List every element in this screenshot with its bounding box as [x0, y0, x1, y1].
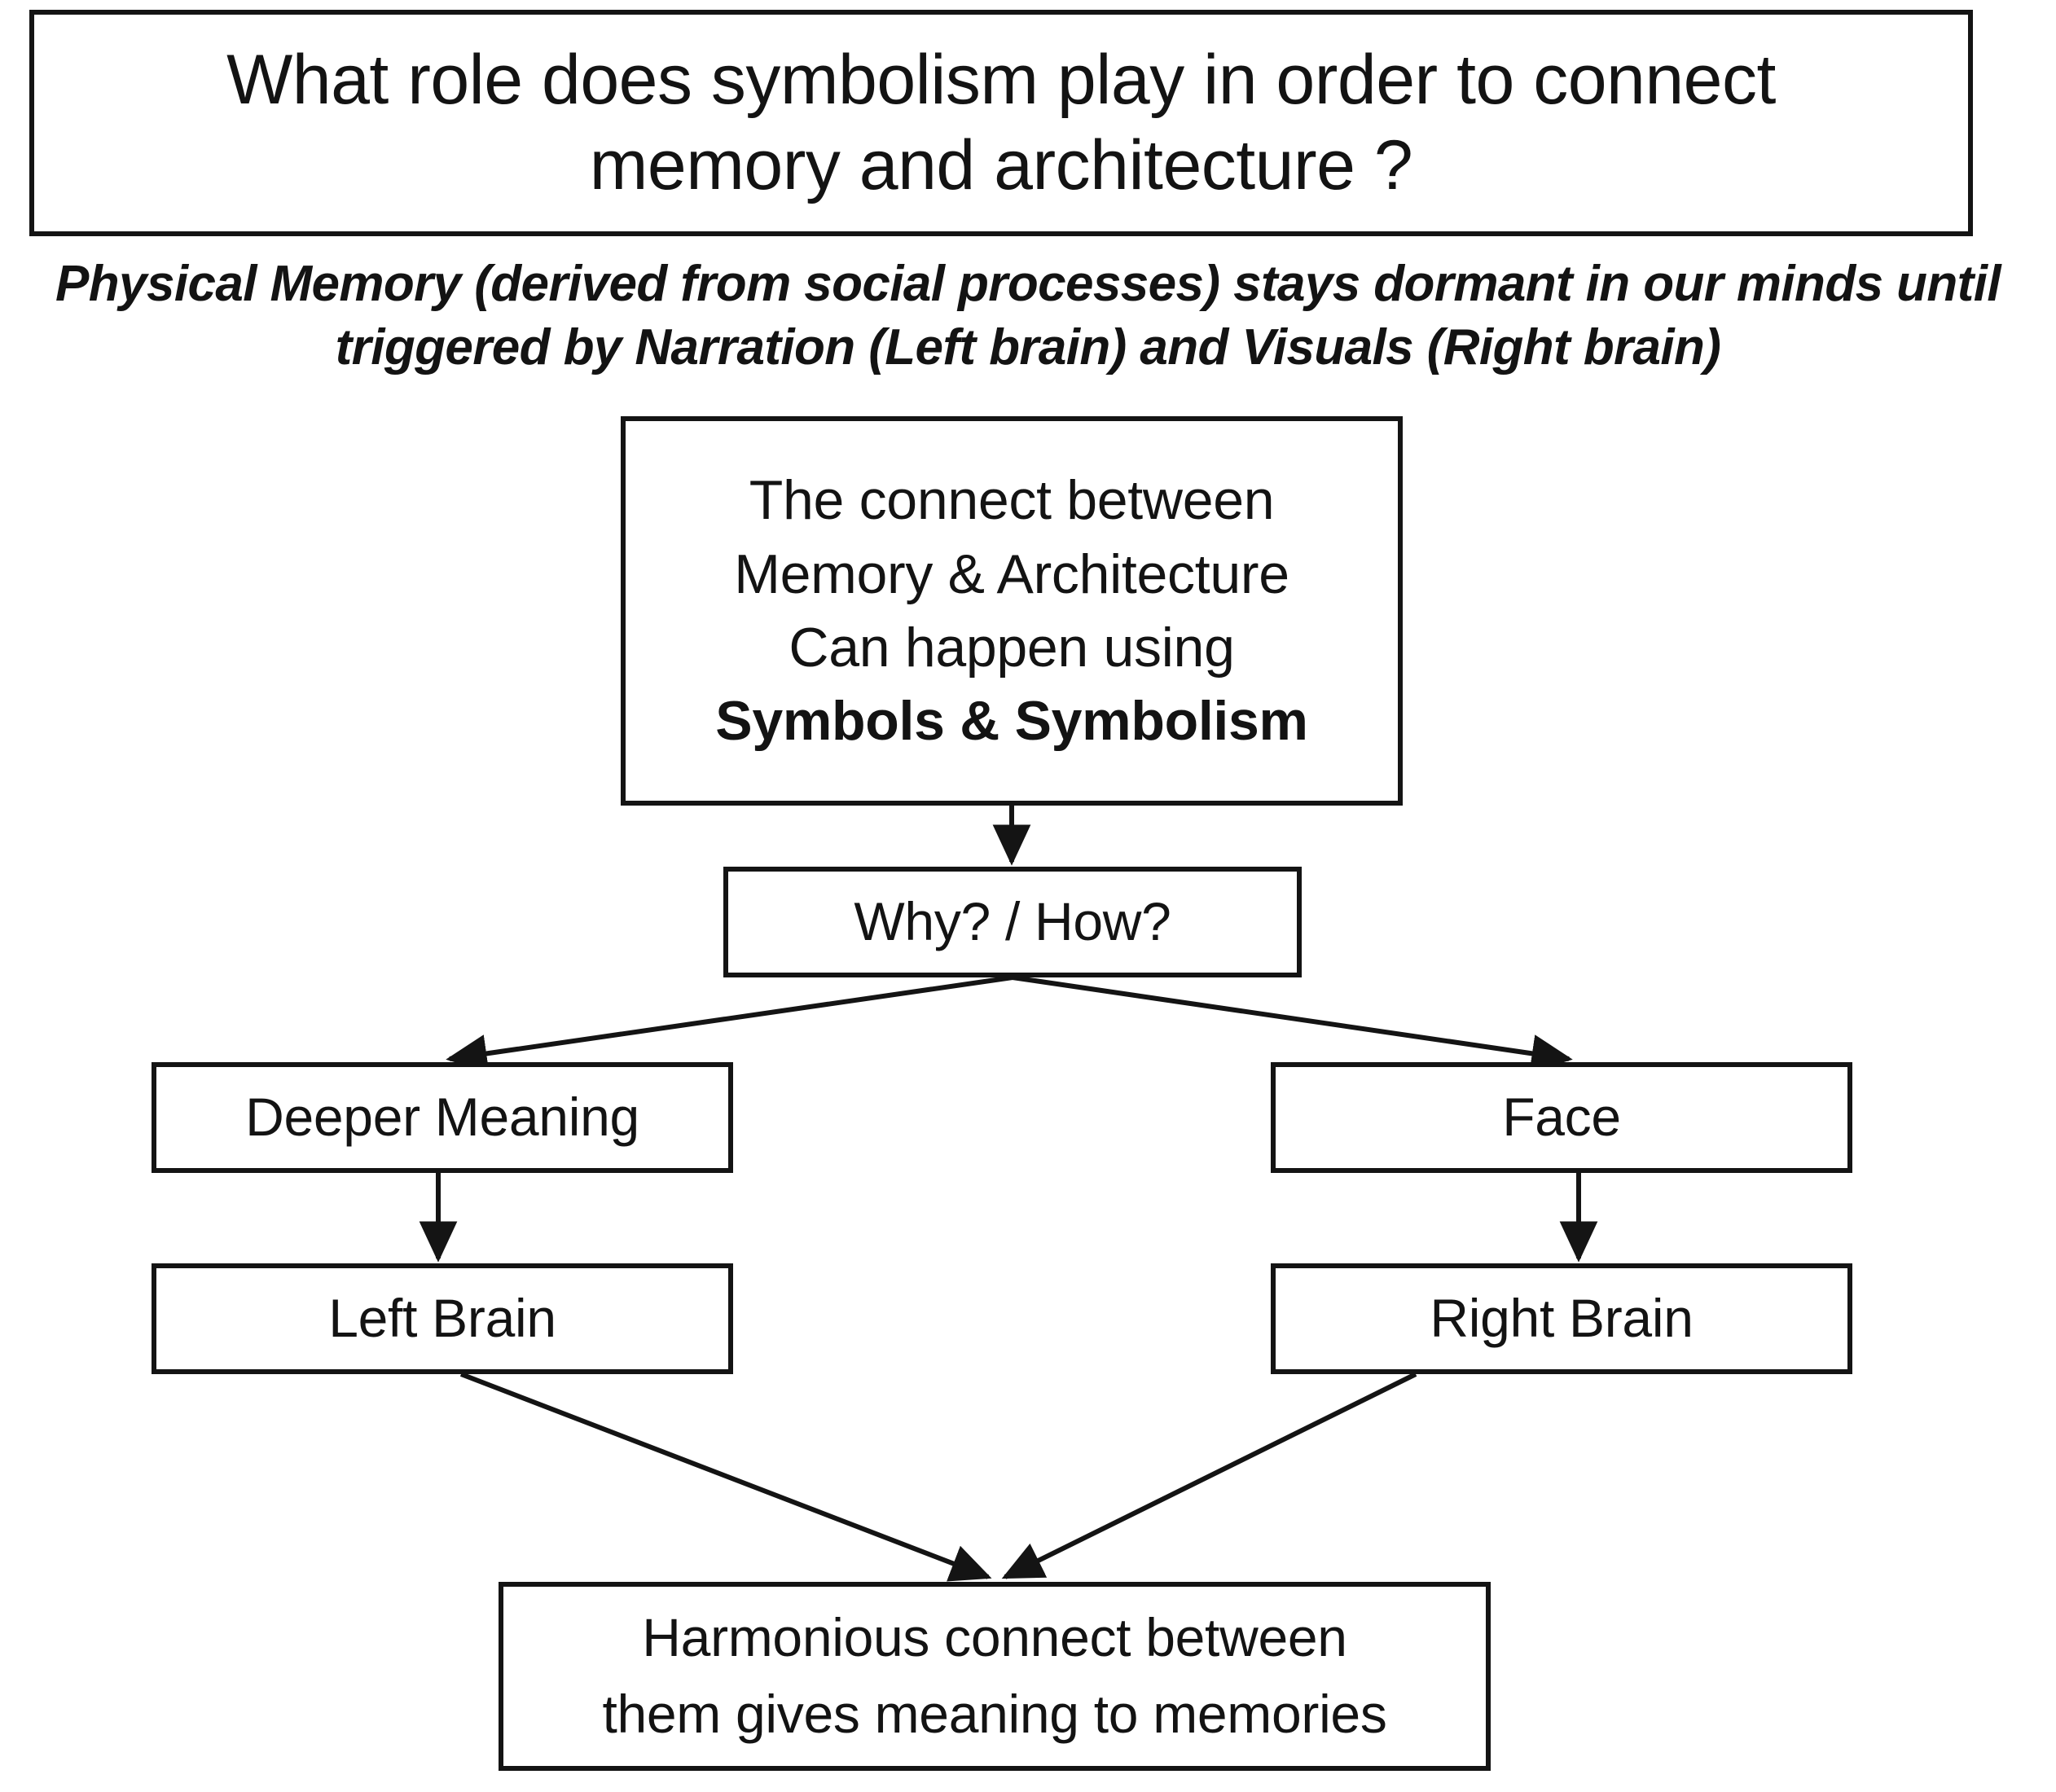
node-left-brain: Left Brain — [152, 1263, 733, 1374]
question-title-line-2: memory and architecture ? — [589, 126, 1413, 204]
node-connect-memory-architecture: The connect between Memory & Architectur… — [621, 416, 1403, 806]
node-harmonious-connect: Harmonious connect between them gives me… — [499, 1582, 1491, 1771]
node-why-how: Why? / How? — [723, 867, 1302, 977]
node-connect-line-4: Symbols & Symbolism — [715, 690, 1308, 753]
node-face: Face — [1271, 1062, 1852, 1173]
node-right-brain: Right Brain — [1271, 1263, 1852, 1374]
node-connect-line-3: Can happen using — [789, 617, 1235, 679]
question-title-text: What role does symbolism play in order t… — [194, 37, 1808, 209]
node-why-how-label: Why? / How? — [854, 891, 1171, 952]
node-connect-text: The connect between Memory & Architectur… — [707, 463, 1316, 758]
subtitle-line-2: triggered by Narration (Left brain) and … — [335, 319, 1721, 376]
node-deeper-meaning: Deeper Meaning — [152, 1062, 733, 1173]
question-title-line-1: What role does symbolism play in order t… — [226, 41, 1776, 120]
node-right-brain-label: Right Brain — [1430, 1288, 1694, 1349]
node-connect-line-2: Memory & Architecture — [734, 542, 1289, 605]
question-title-box: What role does symbolism play in order t… — [29, 10, 1973, 236]
subtitle-line-1: Physical Memory (derived from social pro… — [55, 256, 2001, 312]
arrow-left-brain-to-harmonious — [459, 1372, 992, 1582]
arrow-right-brain-to-harmonious — [1001, 1372, 1417, 1579]
node-connect-line-1: The connect between — [749, 469, 1275, 532]
node-left-brain-label: Left Brain — [328, 1288, 556, 1349]
node-harmonious-line-2: them gives meaning to memories — [602, 1684, 1387, 1744]
node-harmonious-text: Harmonious connect between them gives me… — [594, 1600, 1395, 1752]
node-harmonious-line-1: Harmonious connect between — [642, 1607, 1347, 1668]
node-deeper-meaning-label: Deeper Meaning — [245, 1087, 639, 1148]
arrow-whyhow-to-face — [1012, 975, 1573, 1073]
subtitle-caption: Physical Memory (derived from social pro… — [0, 253, 2056, 380]
node-face-label: Face — [1502, 1087, 1621, 1148]
arrow-whyhow-to-deeper-meaning — [446, 975, 1013, 1073]
